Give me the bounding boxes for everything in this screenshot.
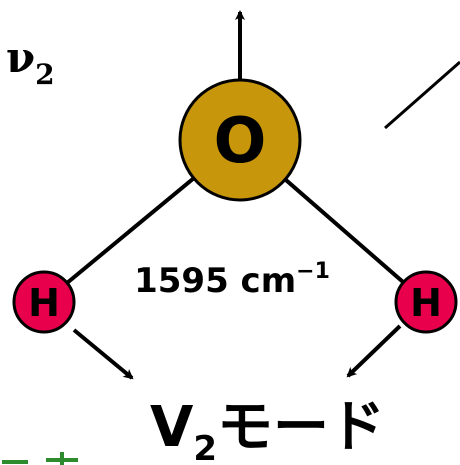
hydrogen-right-label: H — [410, 281, 442, 325]
mode-caption: V2モード — [150, 395, 385, 465]
partial-line — [384, 60, 460, 130]
hydrogen-right-atom: H — [394, 270, 458, 334]
hydrogen-left-label: H — [28, 281, 60, 325]
oxygen-circle — [178, 78, 302, 202]
bottom-fragment — [2, 452, 78, 465]
frequency-value: 1595 cm — [134, 261, 296, 301]
hydrogen-right-arrow — [346, 324, 402, 378]
mode-symbol: ν — [6, 33, 35, 82]
caption-suffix: モード — [217, 395, 385, 460]
hydrogen-left-arrow — [72, 328, 134, 380]
mode-symbol-label: ν2 — [6, 33, 55, 91]
caption-subscript: 2 — [193, 429, 217, 465]
oxygen-atom: O — [178, 78, 302, 202]
caption-letter: V — [150, 395, 194, 460]
hydrogen-right-circle — [394, 270, 458, 334]
frequency-exponent: −1 — [296, 259, 330, 284]
mode-subscript: 2 — [35, 58, 54, 91]
frequency-label: 1595 cm−1 — [134, 259, 330, 301]
hydrogen-left-atom: H — [12, 270, 76, 334]
oxygen-label: O — [214, 104, 267, 177]
hydrogen-left-circle — [12, 270, 76, 334]
